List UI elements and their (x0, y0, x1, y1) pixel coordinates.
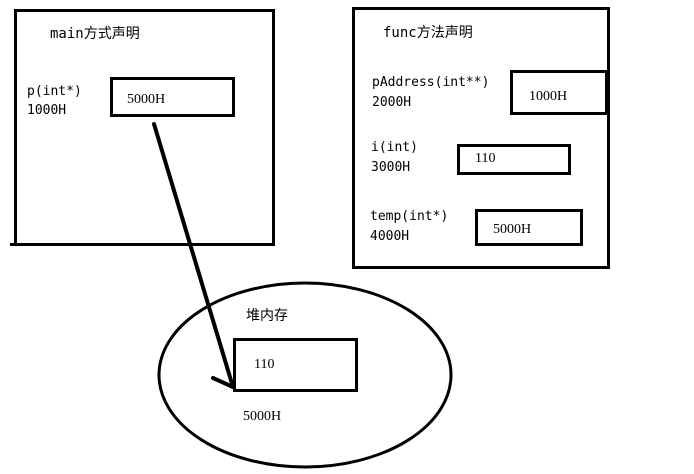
func-var-value: 1000H (529, 89, 568, 104)
func-var-value-box (457, 144, 571, 175)
func-var-name: i(int) (371, 140, 418, 155)
func-var-value-box (475, 209, 583, 246)
func-var-name: temp(int*) (370, 209, 449, 224)
main-var-address: 1000H (27, 103, 67, 118)
main-var-name: p(int*) (27, 84, 82, 99)
heap-title: 堆内存 (246, 308, 288, 324)
func-var-address: 2000H (372, 95, 412, 110)
heap-value: 110 (254, 357, 275, 372)
func-frame-title: func方法声明 (383, 25, 473, 41)
main-frame-title: main方式声明 (50, 26, 140, 42)
func-var-address: 3000H (371, 160, 411, 175)
func-var-value: 110 (475, 151, 496, 166)
heap-value-box (233, 338, 358, 392)
func-var-value: 5000H (493, 222, 532, 237)
main-var-value-box (110, 77, 235, 117)
func-frame (352, 7, 610, 269)
main-var-value: 5000H (127, 92, 166, 107)
func-var-address: 4000H (370, 229, 410, 244)
pointer-arrow-shaft (152, 122, 235, 389)
func-var-value-box (510, 70, 608, 115)
main-frame-tail (10, 243, 18, 246)
heap-ellipse (157, 281, 453, 469)
main-frame (14, 9, 275, 246)
pointer-arrowhead (211, 376, 235, 389)
func-var-name: pAddress(int**) (372, 75, 490, 90)
heap-address: 5000H (243, 409, 282, 424)
